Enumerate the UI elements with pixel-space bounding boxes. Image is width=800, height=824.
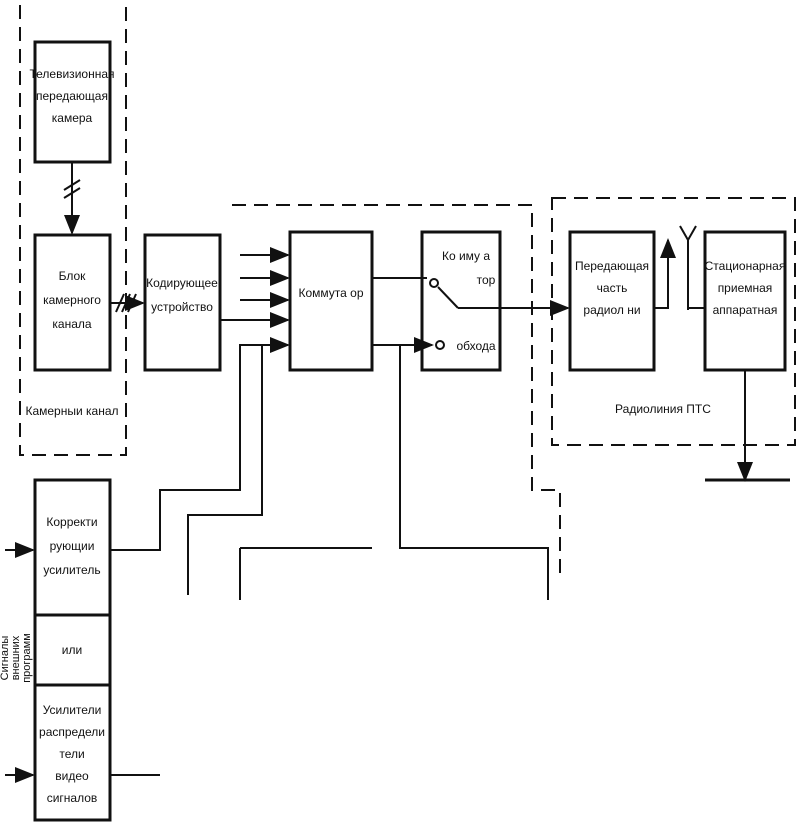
- corrector-label-1: Корректи: [46, 515, 97, 529]
- external-signals-label-3: программ: [21, 633, 33, 683]
- switch-contact-bottom: [435, 340, 445, 350]
- distribution-label-3: тели: [59, 747, 84, 761]
- switching-zone-border: [232, 204, 561, 580]
- bypass-feed-line: [372, 344, 549, 600]
- distribution-block: [33, 683, 112, 822]
- radio-link-label: Радиолиния ПТС: [615, 402, 711, 416]
- distribution-label-2: распредели: [39, 725, 105, 739]
- receiver-block: [703, 230, 787, 372]
- distribution-label-5: сигналов: [47, 791, 98, 805]
- corrector-feed-line: [110, 344, 262, 551]
- switch-blade: [437, 286, 459, 309]
- camera-unit-label-1: Блок: [59, 269, 87, 283]
- corrector-label-2: рующии: [50, 539, 95, 553]
- switcher-block: [288, 230, 374, 372]
- radio-link-border: [551, 197, 796, 446]
- bypass-switch-block: [420, 230, 502, 372]
- distribution-label-4: видео: [55, 769, 89, 783]
- encoder-block: [143, 233, 222, 372]
- corrector-label-3: усилитель: [43, 563, 100, 577]
- switch-contact-top: [429, 278, 439, 288]
- transmitter-label-1: Передающая: [575, 259, 649, 273]
- unit-link-hatch: [115, 293, 137, 313]
- receiver-antenna-icon: [679, 225, 697, 310]
- or-label: или: [62, 643, 82, 657]
- transmitter-label-3: радиол ни: [583, 303, 640, 317]
- bypass-label-top: Ко иму а: [442, 249, 490, 263]
- bypass-label-bottom: обхода: [456, 339, 495, 353]
- tv-camera-label-2: передающая: [36, 89, 108, 103]
- transmitter-label-2: часть: [597, 281, 628, 295]
- receiver-label-3: аппаратная: [713, 303, 778, 317]
- transmitter-block: [568, 230, 656, 372]
- receiver-label-1: Стационарная: [705, 259, 786, 273]
- camera-channel-label: Камерныи канал: [25, 404, 118, 418]
- switcher-label: Коммута ор: [298, 286, 363, 300]
- receiver-label-2: приемная: [718, 281, 773, 295]
- encoder-label-1: Кодирующее: [146, 276, 218, 290]
- external-signals-label-1: Сигналы: [0, 636, 11, 681]
- external-signals-label-2: внешних: [10, 635, 22, 680]
- distribution-label-1: Усилители: [43, 703, 102, 717]
- camera-link-hatch: [63, 179, 81, 199]
- bypass-label-mid: тор: [477, 273, 496, 287]
- corrector-feed-line-2: [187, 345, 263, 595]
- encoder-label-2: устройство: [151, 300, 213, 314]
- camera-unit-label-2: камерного: [43, 293, 101, 307]
- tv-camera-label-1: Телевизионная: [30, 67, 115, 81]
- camera-unit-label-3: канала: [52, 317, 91, 331]
- tv-camera-label-3: камера: [52, 111, 93, 125]
- transmitter-antenna-line: [654, 238, 676, 309]
- camera-channel-border: [19, 5, 127, 456]
